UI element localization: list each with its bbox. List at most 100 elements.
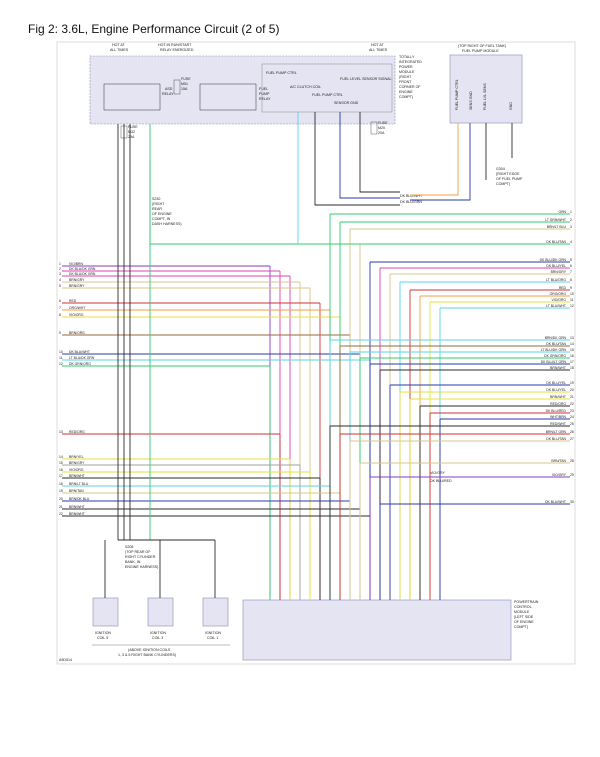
left-wire-label: 3 bbox=[59, 272, 61, 276]
left-wire-color-label: BRN/ORG bbox=[69, 331, 85, 335]
diagram-frame bbox=[56, 41, 576, 665]
tipm-label-3: POWER bbox=[399, 65, 413, 69]
fuel-tank-location-label: (TOP RIGHT OF FUEL TANK) bbox=[458, 44, 506, 48]
left-wire-color-label: LT BLU/DK GRN bbox=[69, 356, 95, 360]
right-wire-color-label: DK BLU/YEL bbox=[546, 264, 566, 268]
dk-blu-wht-mid-label: DK BLU/WHT bbox=[400, 194, 423, 198]
tipm-label-7: CORNER OF bbox=[399, 85, 421, 89]
right-wire-label: 14 bbox=[570, 342, 574, 346]
left-wire-label: 12 bbox=[59, 362, 63, 366]
right-wire-color-label: DK BLU/WHT bbox=[545, 500, 566, 504]
trunk-green-route bbox=[149, 160, 570, 245]
hot-all-times-2-label: ALL TIMES bbox=[369, 48, 388, 52]
right-wire-color-label: WHT/BRN bbox=[550, 415, 566, 419]
right-wire-color-label: BRN/WHT bbox=[550, 366, 566, 370]
fuse-m51-label-2: M51 bbox=[181, 82, 188, 86]
right-wire-color-label: LT BLU/ORG bbox=[546, 278, 566, 282]
right-wire-color-label: BRN/LT BLU bbox=[547, 225, 567, 229]
right-wire-label: 18 bbox=[570, 366, 574, 370]
ignition-coil-5-box bbox=[92, 597, 119, 627]
coil-5-label-2: COIL 5 bbox=[97, 636, 108, 640]
s230-label-4: OF ENGINE bbox=[152, 212, 172, 216]
right-wire-color-label: DK BLU/LT GRN bbox=[541, 360, 567, 364]
right-wire-label: 12 bbox=[570, 304, 574, 308]
pcm-label-6: COMPT) bbox=[514, 625, 528, 629]
tipm-label-5: (RIGHT bbox=[399, 75, 412, 79]
fuse-m32-label-1: FUSE bbox=[128, 125, 138, 129]
ignition-coil-3-box bbox=[147, 597, 174, 627]
pcm-label-4: (LEFT SIDE bbox=[514, 615, 534, 619]
coil-5-label-1: IGNITION bbox=[95, 631, 111, 635]
s230-label-2: (RIGHT bbox=[152, 202, 165, 206]
coil-3-label-2: COIL 3 bbox=[152, 636, 163, 640]
fuel-pump-module-box bbox=[449, 54, 523, 124]
right-wire-label: 21 bbox=[570, 395, 574, 399]
g304-label-1: G304 bbox=[496, 167, 505, 171]
fuel-pump-module-label: FUEL PUMP MODULE bbox=[462, 49, 499, 53]
right-wire-color-label: DK BLU/TAN bbox=[546, 437, 566, 441]
right-wire-color-label: DK BLU/DK GRN bbox=[540, 258, 567, 262]
right-wire-label: 25 bbox=[570, 422, 574, 426]
pcm-label-3: MODULE bbox=[514, 610, 530, 614]
right-wire-color-label: BRN/DK GRN bbox=[545, 336, 567, 340]
s208-label-1: S208 bbox=[125, 545, 133, 549]
coil-1-label-1: IGNITION bbox=[205, 631, 221, 635]
left-wire-color-label: RED bbox=[69, 299, 77, 303]
pcm-label-1: POWERTRAIN bbox=[514, 600, 539, 604]
right-wire-color-label: ORG/ORG bbox=[550, 292, 567, 296]
right-wire-color-label: LT BLU/WHT bbox=[546, 304, 566, 308]
left-wire-label: 22 bbox=[59, 512, 63, 516]
fpm-out-1 bbox=[410, 123, 459, 196]
right-wire-label: 1 bbox=[570, 210, 572, 214]
tipm-label-4: MODULE bbox=[399, 70, 415, 74]
right-wire-color-label: DK BLU/TAN bbox=[546, 240, 566, 244]
left-wire-label: 13 bbox=[59, 430, 63, 434]
left-wire-label: 21 bbox=[59, 505, 63, 509]
fuse-m51 bbox=[173, 79, 181, 95]
right-wire-label: 6 bbox=[570, 264, 572, 268]
s208-label-2: (TOP REAR OF bbox=[125, 550, 151, 554]
left-wire-color-label: BRN/GRY bbox=[69, 284, 85, 288]
left-wire-label: 15 bbox=[59, 461, 63, 465]
hot-at-2-label: HOT AT bbox=[371, 43, 384, 47]
ignition-coil-1-box bbox=[202, 597, 229, 627]
right-wire-label: 2 bbox=[570, 218, 572, 222]
fp-relay-label-1: FUEL bbox=[259, 87, 268, 91]
left-wire-label: 19 bbox=[59, 489, 63, 493]
figure-id: A9D514 bbox=[59, 658, 72, 662]
g304-label-2: (RIGHT EDGE bbox=[496, 172, 520, 176]
right-wire-label: 16 bbox=[570, 354, 574, 358]
right-wire-color-label: DK GRN/ORG bbox=[544, 354, 566, 358]
fuse-m20-label-1: FUSE bbox=[378, 121, 388, 125]
right-wire-color-label: BRN/TAN bbox=[551, 459, 566, 463]
page-title: Fig 2: 3.6L, Engine Performance Circuit … bbox=[28, 22, 280, 36]
hot-all-times-label: ALL TIMES bbox=[110, 48, 129, 52]
fuse-m51-label-3: 15A bbox=[181, 87, 188, 91]
right-wire-color-label: RED/ORG bbox=[550, 402, 566, 406]
right-wire-label: 3 bbox=[570, 225, 572, 229]
right-wire-color-label: BRN/LT GRN bbox=[546, 430, 567, 434]
left-wire-label: 7 bbox=[59, 306, 61, 310]
left-wire-color-label: ORG/WHT bbox=[69, 306, 85, 310]
fp-relay-label-3: RELAY bbox=[259, 97, 271, 101]
right-wire-label: 24 bbox=[570, 415, 574, 419]
left-wire-color-label: BRN/DK BLU bbox=[69, 497, 90, 501]
coil-3-label-1: IGNITION bbox=[150, 631, 166, 635]
left-wire-color-label: BRN/WHT bbox=[69, 505, 85, 509]
left-wire-label: 14 bbox=[59, 455, 63, 459]
pcm-label-2: CONTROL bbox=[514, 605, 532, 609]
right-wire-color-label: VIO/ORG bbox=[551, 298, 566, 302]
tipm-label-9: COMPT) bbox=[399, 95, 413, 99]
left-wire-label: 5 bbox=[59, 284, 61, 288]
fpm-pin-4-label: GND bbox=[509, 102, 513, 110]
right-wire-label: 17 bbox=[570, 360, 574, 364]
hot-in-run-label: HOT IN RUN/START bbox=[158, 43, 192, 47]
right-wire-label: 4 bbox=[570, 240, 572, 244]
right-wire-color-label: GRN bbox=[558, 210, 566, 214]
s208-label-3: RIGHT CYLINDER bbox=[125, 555, 156, 559]
fuel-pump-ctrl2-label: FUEL PUMP CTRL bbox=[312, 93, 343, 97]
fpm-pin-2-label: SENS GND bbox=[469, 91, 473, 110]
tipm-internal-area bbox=[261, 63, 393, 113]
